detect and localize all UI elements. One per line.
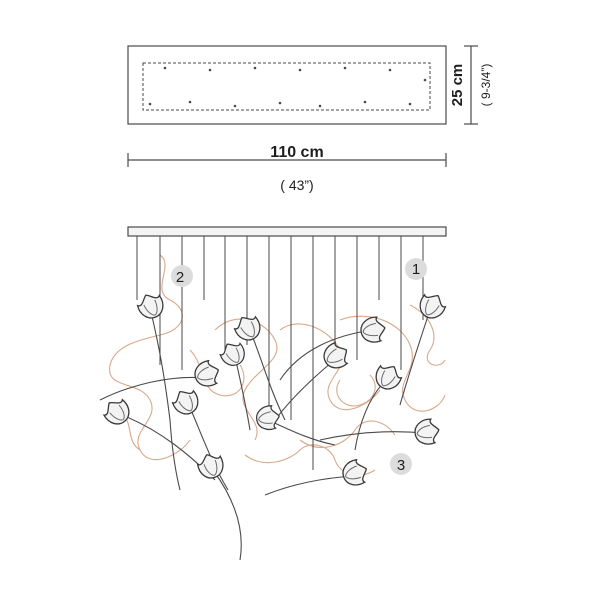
mount-dot [148,102,152,106]
tulip-petals [375,364,403,390]
tulip-inner [240,321,255,338]
tulip-inner [109,404,125,421]
tulip-head [196,454,224,479]
tulip-heads [102,293,447,486]
width-imperial-label: ( 43”) [280,177,313,193]
flower-stem [354,377,389,451]
tulip-inner [258,411,273,424]
tulip-petals [233,315,261,341]
callout-label: 2 [176,269,184,286]
tulip-head [323,341,349,369]
tulip-head [360,316,386,343]
canopy-outline [127,45,447,125]
tulip-inner [416,424,433,439]
width-dimension: 110 cm ( 43”) [127,144,447,193]
tulip-head [194,359,219,387]
tulip-inner [197,366,213,381]
mount-dot [298,68,302,72]
tulip-petals [102,398,130,425]
tulip-inner [326,348,343,363]
canopy-front [127,226,447,237]
tulip-petals [194,359,219,387]
tulip-head [375,364,403,390]
callout-badge [390,453,412,475]
tulip-petals [419,293,447,319]
tulip-head [256,405,280,431]
mount-dot [188,100,192,104]
tulip-inner [143,299,158,316]
flower-stem [399,309,431,406]
decorative-wires [109,254,446,476]
width-metric-label: 110 cm [270,144,323,161]
tulip-petals [256,405,280,431]
flower-stem [99,376,206,401]
height-imperial-label: ( 9-3/4”) [479,64,493,107]
flower-stem [150,311,181,491]
callout-2: 2 [171,265,193,287]
tulip-petals [219,342,245,366]
mount-dot [423,78,427,82]
mount-dot [388,68,392,72]
tulip-inner [178,395,193,412]
callout-badge [171,265,193,287]
decorative-wire [299,420,396,448]
flower-stem [212,469,242,561]
tulip-inner [203,460,218,476]
tulip-inner [345,465,361,480]
tulip-inner [425,299,440,316]
tulip-head [414,418,440,445]
front-view [99,226,447,561]
flower-stems [99,309,431,561]
height-dimension: 25 cm ( 9-3/4”) [449,45,493,125]
mount-dot [253,66,257,70]
tulip-head [102,398,130,425]
mount-dot [278,101,282,105]
mount-dot [318,104,322,108]
callout-label: 1 [412,261,420,278]
tulip-head [419,293,447,319]
canopy-mount-area [142,62,431,111]
mount-dot [343,66,347,70]
callout-label: 3 [397,457,405,474]
flower-stem [234,355,251,431]
mount-dot [233,104,237,108]
height-metric-label: 25 cm [449,64,466,107]
tulip-petals [136,294,164,319]
canopy-top-view [127,45,447,125]
tulip-inner [381,370,396,387]
tulip-petals [342,458,367,486]
decorative-wire [279,323,381,411]
tulip-head [342,458,367,486]
decorative-wire [336,374,376,407]
tulip-petals [196,454,224,479]
mount-dot [208,68,212,72]
callout-3: 3 [390,453,412,475]
mount-dot [163,66,167,70]
tulip-head [171,389,199,415]
mount-dot [408,102,412,106]
callout-badge [405,258,427,280]
tulip-petals [414,418,440,445]
tulip-inner [225,347,240,363]
decorative-wire [189,349,245,397]
decorative-wire [339,315,446,412]
tulip-petals [360,316,386,343]
tulip-head [233,315,261,341]
flower-stem [264,475,356,496]
tulip-head [219,342,245,366]
tulip-head [136,294,164,319]
mount-points [148,66,427,108]
tulip-inner [362,322,379,337]
tulip-petals [171,389,199,415]
tulip-petals [323,341,349,369]
callout-1: 1 [405,258,427,280]
mount-dot [363,100,367,104]
flower-stem [319,431,426,441]
